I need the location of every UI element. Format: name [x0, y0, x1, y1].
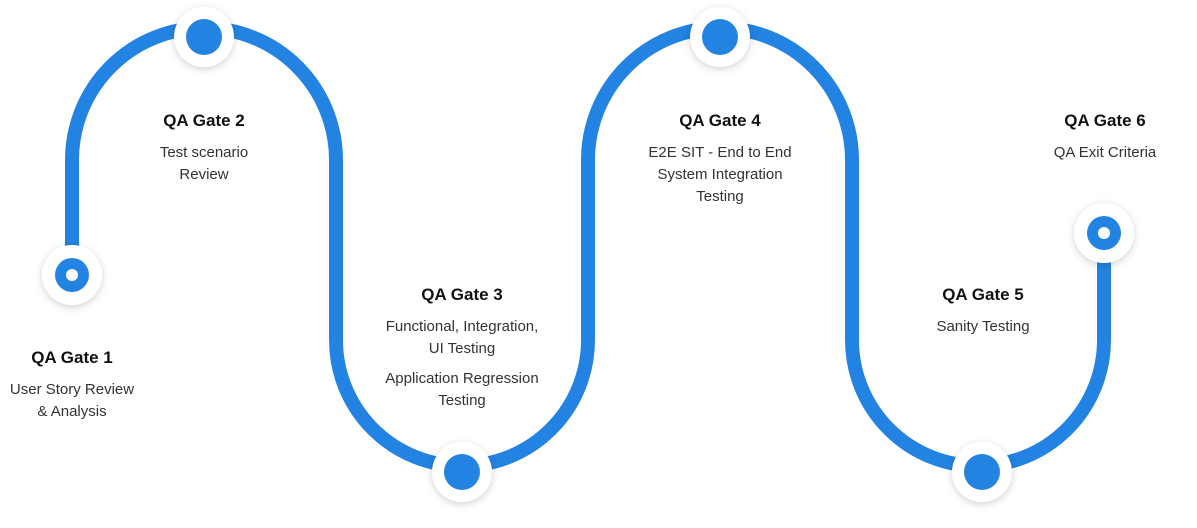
gate-4-label: QA Gate 4 E2E SIT - End to End System In…: [620, 110, 820, 208]
gate-6-label: QA Gate 6 QA Exit Criteria: [1030, 110, 1180, 164]
gate-3-extra-description: Application Regression Testing: [362, 368, 562, 412]
gate-3-description: Functional, Integration, UI Testing: [362, 316, 562, 360]
gate-5-desc-line: Sanity Testing: [936, 318, 1030, 335]
gate-1-desc-line: & Analysis: [37, 403, 107, 420]
gate-4-desc-line: System Integration: [657, 166, 783, 183]
gate-6-node: [1074, 203, 1134, 263]
gate-1-title: QA Gate 1: [31, 348, 113, 367]
winding-path: [65, 21, 1111, 473]
gate-5-description: Sanity Testing: [903, 316, 1063, 338]
gate-3-desc-line: Functional, Integration,: [385, 318, 539, 335]
gate-2-title: QA Gate 2: [163, 111, 245, 130]
gate-3-node: [432, 442, 492, 502]
gate-1-label: QA Gate 1 User Story Review & Analysis: [0, 347, 152, 423]
gate-3-title: QA Gate 3: [421, 285, 503, 304]
gate-4-description: E2E SIT - End to End System Integration …: [620, 142, 820, 208]
gate-3-label: QA Gate 3 Functional, Integration, UI Te…: [362, 284, 562, 412]
gate-5-title: QA Gate 5: [942, 285, 1024, 304]
gate-4-title: QA Gate 4: [679, 111, 761, 130]
gate-6-description: QA Exit Criteria: [1030, 142, 1180, 164]
gate-2-node: [174, 7, 234, 67]
gate-3-desc-line: UI Testing: [428, 340, 496, 357]
gate-5-node: [952, 442, 1012, 502]
gate-4-node: [690, 7, 750, 67]
gate-1-desc-line: User Story Review: [9, 381, 135, 398]
gate-6-title: QA Gate 6: [1064, 111, 1146, 130]
gate-1-description: User Story Review & Analysis: [0, 379, 152, 423]
gate-1-node: [42, 245, 102, 305]
gate-2-label: QA Gate 2 Test scenario Review: [124, 110, 284, 186]
gate-5-label: QA Gate 5 Sanity Testing: [903, 284, 1063, 338]
gate-3-extra-line: Application Regression: [385, 370, 539, 387]
gate-2-description: Test scenario Review: [124, 142, 284, 186]
gate-2-desc-line: Review: [179, 166, 229, 183]
gate-6-desc-line: QA Exit Criteria: [1053, 144, 1157, 161]
gate-4-desc-line: E2E SIT - End to End: [648, 144, 792, 161]
gate-3-extra-line: Testing: [438, 392, 486, 409]
gate-4-desc-line: Testing: [696, 188, 744, 205]
gate-2-desc-line: Test scenario: [159, 144, 249, 161]
